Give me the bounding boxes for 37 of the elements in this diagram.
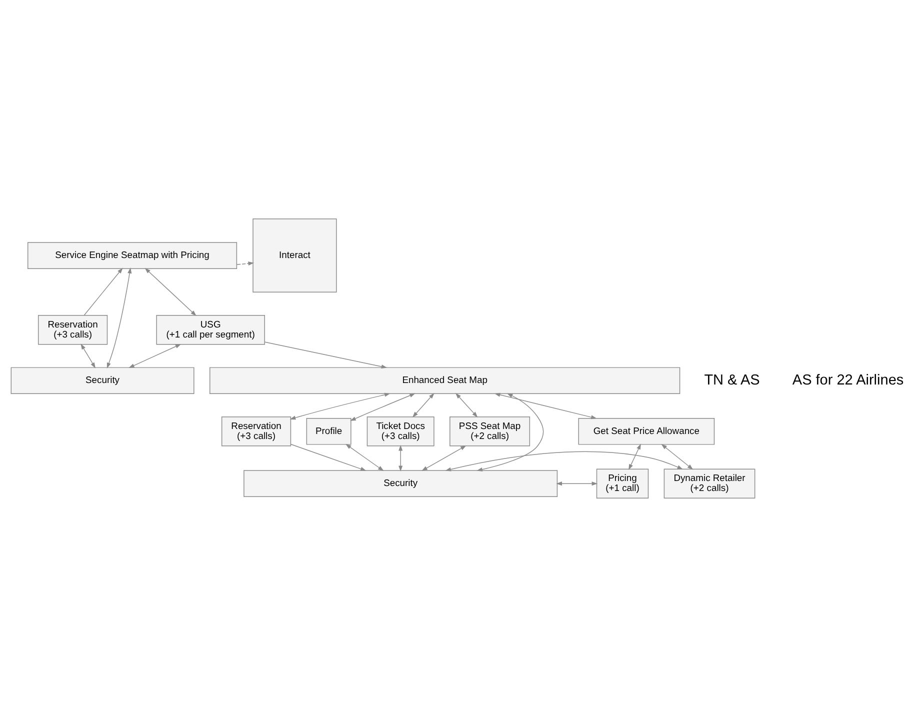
node-box: Security [10,366,194,394]
arrow [106,267,132,368]
arrow [412,392,434,417]
label: TN & AS [704,372,760,388]
arrow [80,343,96,368]
node-box: Dynamic Retailer (+2 calls) [664,468,756,498]
node-box: USG (+1 call per segment) [156,314,265,344]
arrow [264,341,388,368]
arrow [556,481,598,486]
arrow [84,267,123,316]
node-box: Get Seat Price Allowance [578,417,715,444]
arrow [628,443,641,470]
node-box: Enhanced Seat Map [210,366,680,394]
arrow [445,450,684,471]
node-box: Interact [252,218,337,292]
arrow [290,392,390,420]
node-box: Profile [306,417,352,444]
arrow [128,343,182,368]
arrow [661,443,694,470]
node-box: Pricing (+1 call) [596,468,649,498]
node-box: Reservation (+3 calls) [38,314,108,344]
arrow [455,392,478,417]
node-box: Security [244,470,558,497]
arrow [398,444,403,471]
node-box: Ticket Docs (+3 calls) [366,416,434,446]
arrow [350,392,416,420]
node-box: Reservation (+3 calls) [221,416,292,446]
arrow [476,392,544,471]
arrow [236,261,254,266]
node-box: Service Engine Seatmap with Pricing [27,242,238,268]
arrow [422,444,466,470]
arrow [494,392,597,419]
label: AS for 22 Airlines [792,372,904,388]
node-box: PSS Seat Map (+2 calls) [450,416,530,446]
arrow [345,443,384,471]
arrow [144,267,196,316]
arrow [290,443,366,470]
